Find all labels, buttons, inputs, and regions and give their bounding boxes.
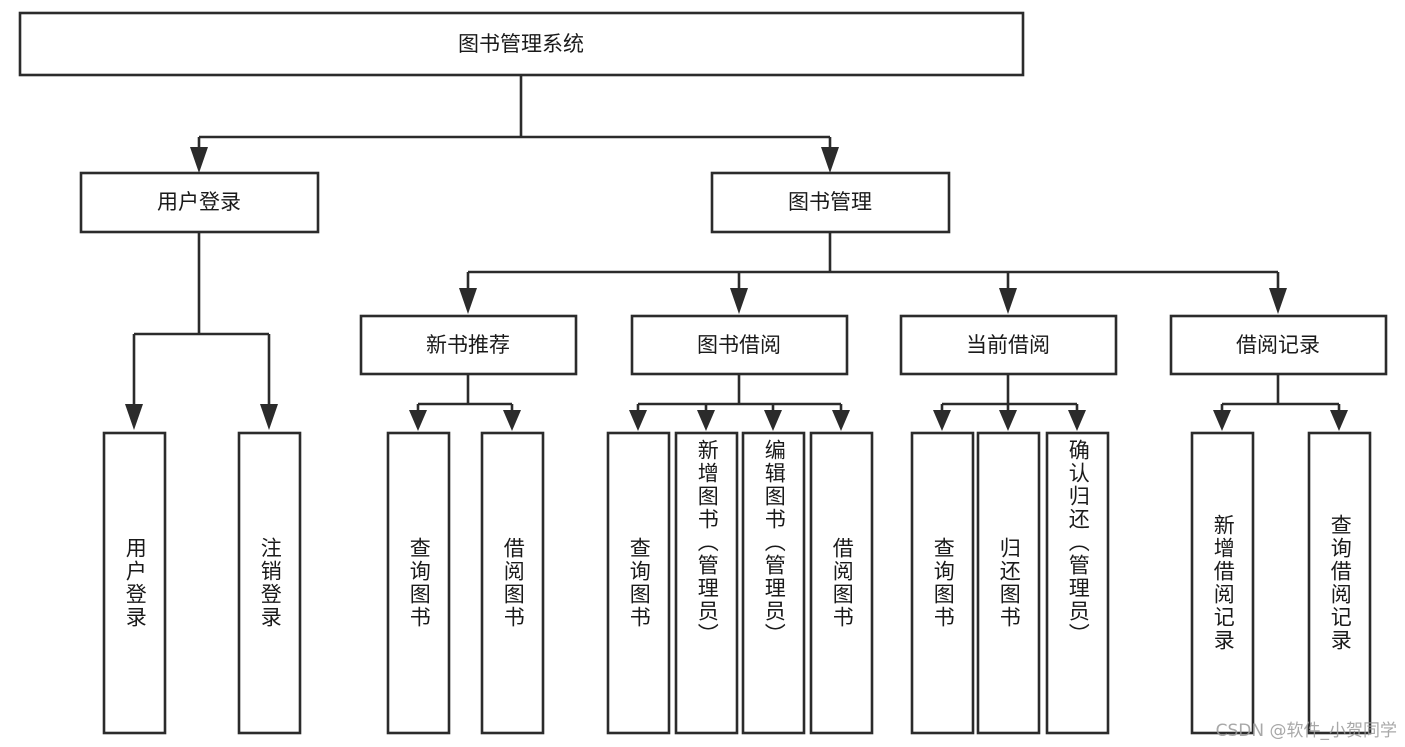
node-borrow-record-box[interactable]	[1169, 314, 1388, 376]
arrowhead-newbook-leaf-1	[409, 410, 427, 431]
node-book-borrow-box[interactable]	[630, 314, 849, 376]
node-root[interactable]: 图书管理系统	[18, 11, 1025, 77]
arrowhead-userlogin	[190, 147, 208, 173]
arrowhead-bookmgmt	[821, 147, 839, 173]
node-book-borrow-label: 图书借阅	[697, 333, 781, 357]
leaf-box-book-borrow-4[interactable]	[809, 431, 874, 735]
arrowhead-newbook	[459, 288, 477, 314]
node-user-login-label: 用户登录	[157, 190, 241, 214]
node-current-borrow-box[interactable]	[899, 314, 1118, 376]
leaf-box-borrow-record-1[interactable]	[1190, 431, 1255, 735]
leaf-box-borrow-record-2[interactable]	[1307, 431, 1372, 735]
arrowhead-bookborrow-leaf-1	[629, 410, 647, 431]
node-new-book-recommend[interactable]: 新书推荐	[359, 314, 578, 376]
leaf-box-user-login-2[interactable]	[237, 431, 302, 735]
node-book-management-label: 图书管理	[788, 190, 872, 214]
node-new-book-recommend-box[interactable]	[359, 314, 578, 376]
node-book-management[interactable]: 图书管理	[710, 171, 951, 234]
node-borrow-record-label: 借阅记录	[1236, 333, 1320, 357]
arrowhead-newbook-leaf-2	[503, 410, 521, 431]
leaf-box-new-book-2[interactable]	[480, 431, 545, 735]
leaf-box-new-book-1[interactable]	[386, 431, 451, 735]
node-book-borrow[interactable]: 图书借阅	[630, 314, 849, 376]
connectors	[125, 75, 1348, 431]
arrowhead-borrowrecord	[1269, 288, 1287, 314]
leaf-box-current-borrow-1[interactable]	[910, 431, 975, 735]
leaf-box-user-login-1[interactable]	[102, 431, 167, 735]
leaf-box-current-borrow-2[interactable]	[976, 431, 1041, 735]
node-book-management-box[interactable]	[710, 171, 951, 234]
arrowhead-currentborrow-leaf-1	[933, 410, 951, 431]
leaf-box-book-borrow-2[interactable]	[674, 431, 739, 735]
arrowhead-currentborrow-leaf-3	[1068, 410, 1086, 431]
arrowhead-bookborrow-leaf-2	[697, 410, 715, 431]
node-current-borrow[interactable]: 当前借阅	[899, 314, 1118, 376]
node-new-book-recommend-label: 新书推荐	[426, 333, 510, 357]
arrowhead-currentborrow-leaf-2	[999, 410, 1017, 431]
arrowhead-bookborrow-leaf-3	[764, 410, 782, 431]
leaf-box-current-borrow-3[interactable]	[1045, 431, 1110, 735]
node-user-login-box[interactable]	[79, 171, 320, 234]
node-borrow-record[interactable]: 借阅记录	[1169, 314, 1388, 376]
arrowhead-bookborrow-leaf-4	[832, 410, 850, 431]
arrowhead-currentborrow	[999, 288, 1017, 314]
node-root-box[interactable]	[18, 11, 1025, 77]
arrowhead-user-login-leaf	[125, 404, 143, 430]
node-current-borrow-label: 当前借阅	[966, 333, 1050, 357]
arrowhead-logout-leaf	[260, 404, 278, 430]
leaf-box-book-borrow-3[interactable]	[741, 431, 806, 735]
arrowhead-borrowrecord-leaf-1	[1213, 410, 1231, 431]
node-user-login[interactable]: 用户登录	[79, 171, 320, 234]
arrowhead-bookborrow	[730, 288, 748, 314]
leaf-box-book-borrow-1[interactable]	[606, 431, 671, 735]
arrowhead-borrowrecord-leaf-2	[1330, 410, 1348, 431]
node-root-label: 图书管理系统	[458, 32, 584, 56]
